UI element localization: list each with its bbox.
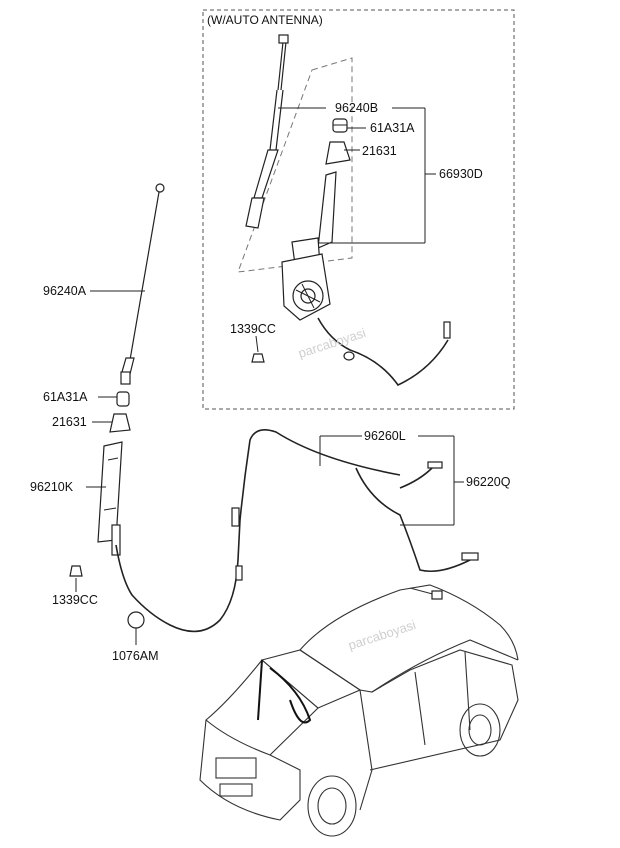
label-61a31a-top: 61A31A (370, 121, 415, 135)
feeder-cable-96260l (115, 429, 401, 633)
cable-clip-1 (231, 507, 240, 527)
nut-1339cc-top (251, 353, 265, 363)
grommet-61a31a-top (332, 118, 348, 133)
antenna-base-96210k (97, 441, 123, 556)
watermark-top: parcaboyasi (296, 325, 367, 361)
label-96210k: 96210K (30, 480, 74, 494)
cable-connector-2 (427, 461, 443, 469)
antenna-mast-96240a (120, 183, 165, 385)
cable-connector-3 (461, 552, 479, 561)
label-61a31a: 61A31A (43, 390, 88, 404)
label-96240b: 96240B (335, 101, 378, 115)
mounting-plane (237, 57, 353, 273)
cable-branch (399, 467, 433, 489)
label-96260l: 96260L (364, 429, 406, 443)
auto-antenna-inset-frame (202, 9, 515, 410)
label-21631: 21631 (52, 415, 87, 429)
label-96240a: 96240A (43, 284, 87, 298)
motor-grommet (343, 351, 355, 361)
label-1339cc: 1339CC (52, 593, 98, 607)
label-1076am: 1076AM (112, 649, 159, 663)
extension-cable-96220q (355, 467, 471, 573)
cap-1076am (127, 611, 145, 629)
motor-lead-cable (317, 317, 449, 387)
watermark-car: parcaboyasi (346, 617, 417, 653)
cable-connector-1 (235, 565, 243, 581)
vehicle-suv-illustration (199, 584, 519, 837)
grommet-61a31a (116, 391, 130, 407)
bezel-21631 (109, 413, 131, 433)
label-96220q: 96220Q (466, 475, 511, 489)
motor-antenna-66930d (281, 171, 337, 321)
inset-title: (W/AUTO ANTENNA) (207, 13, 323, 27)
label-66930d: 66930D (439, 167, 483, 181)
label-21631-top: 21631 (362, 144, 397, 158)
nut-1339cc (69, 565, 83, 577)
antenna-mast-96240b (245, 34, 289, 229)
bezel-21631-top (325, 141, 351, 165)
motor-connector (443, 321, 451, 339)
label-1339cc-top: 1339CC (230, 322, 276, 336)
